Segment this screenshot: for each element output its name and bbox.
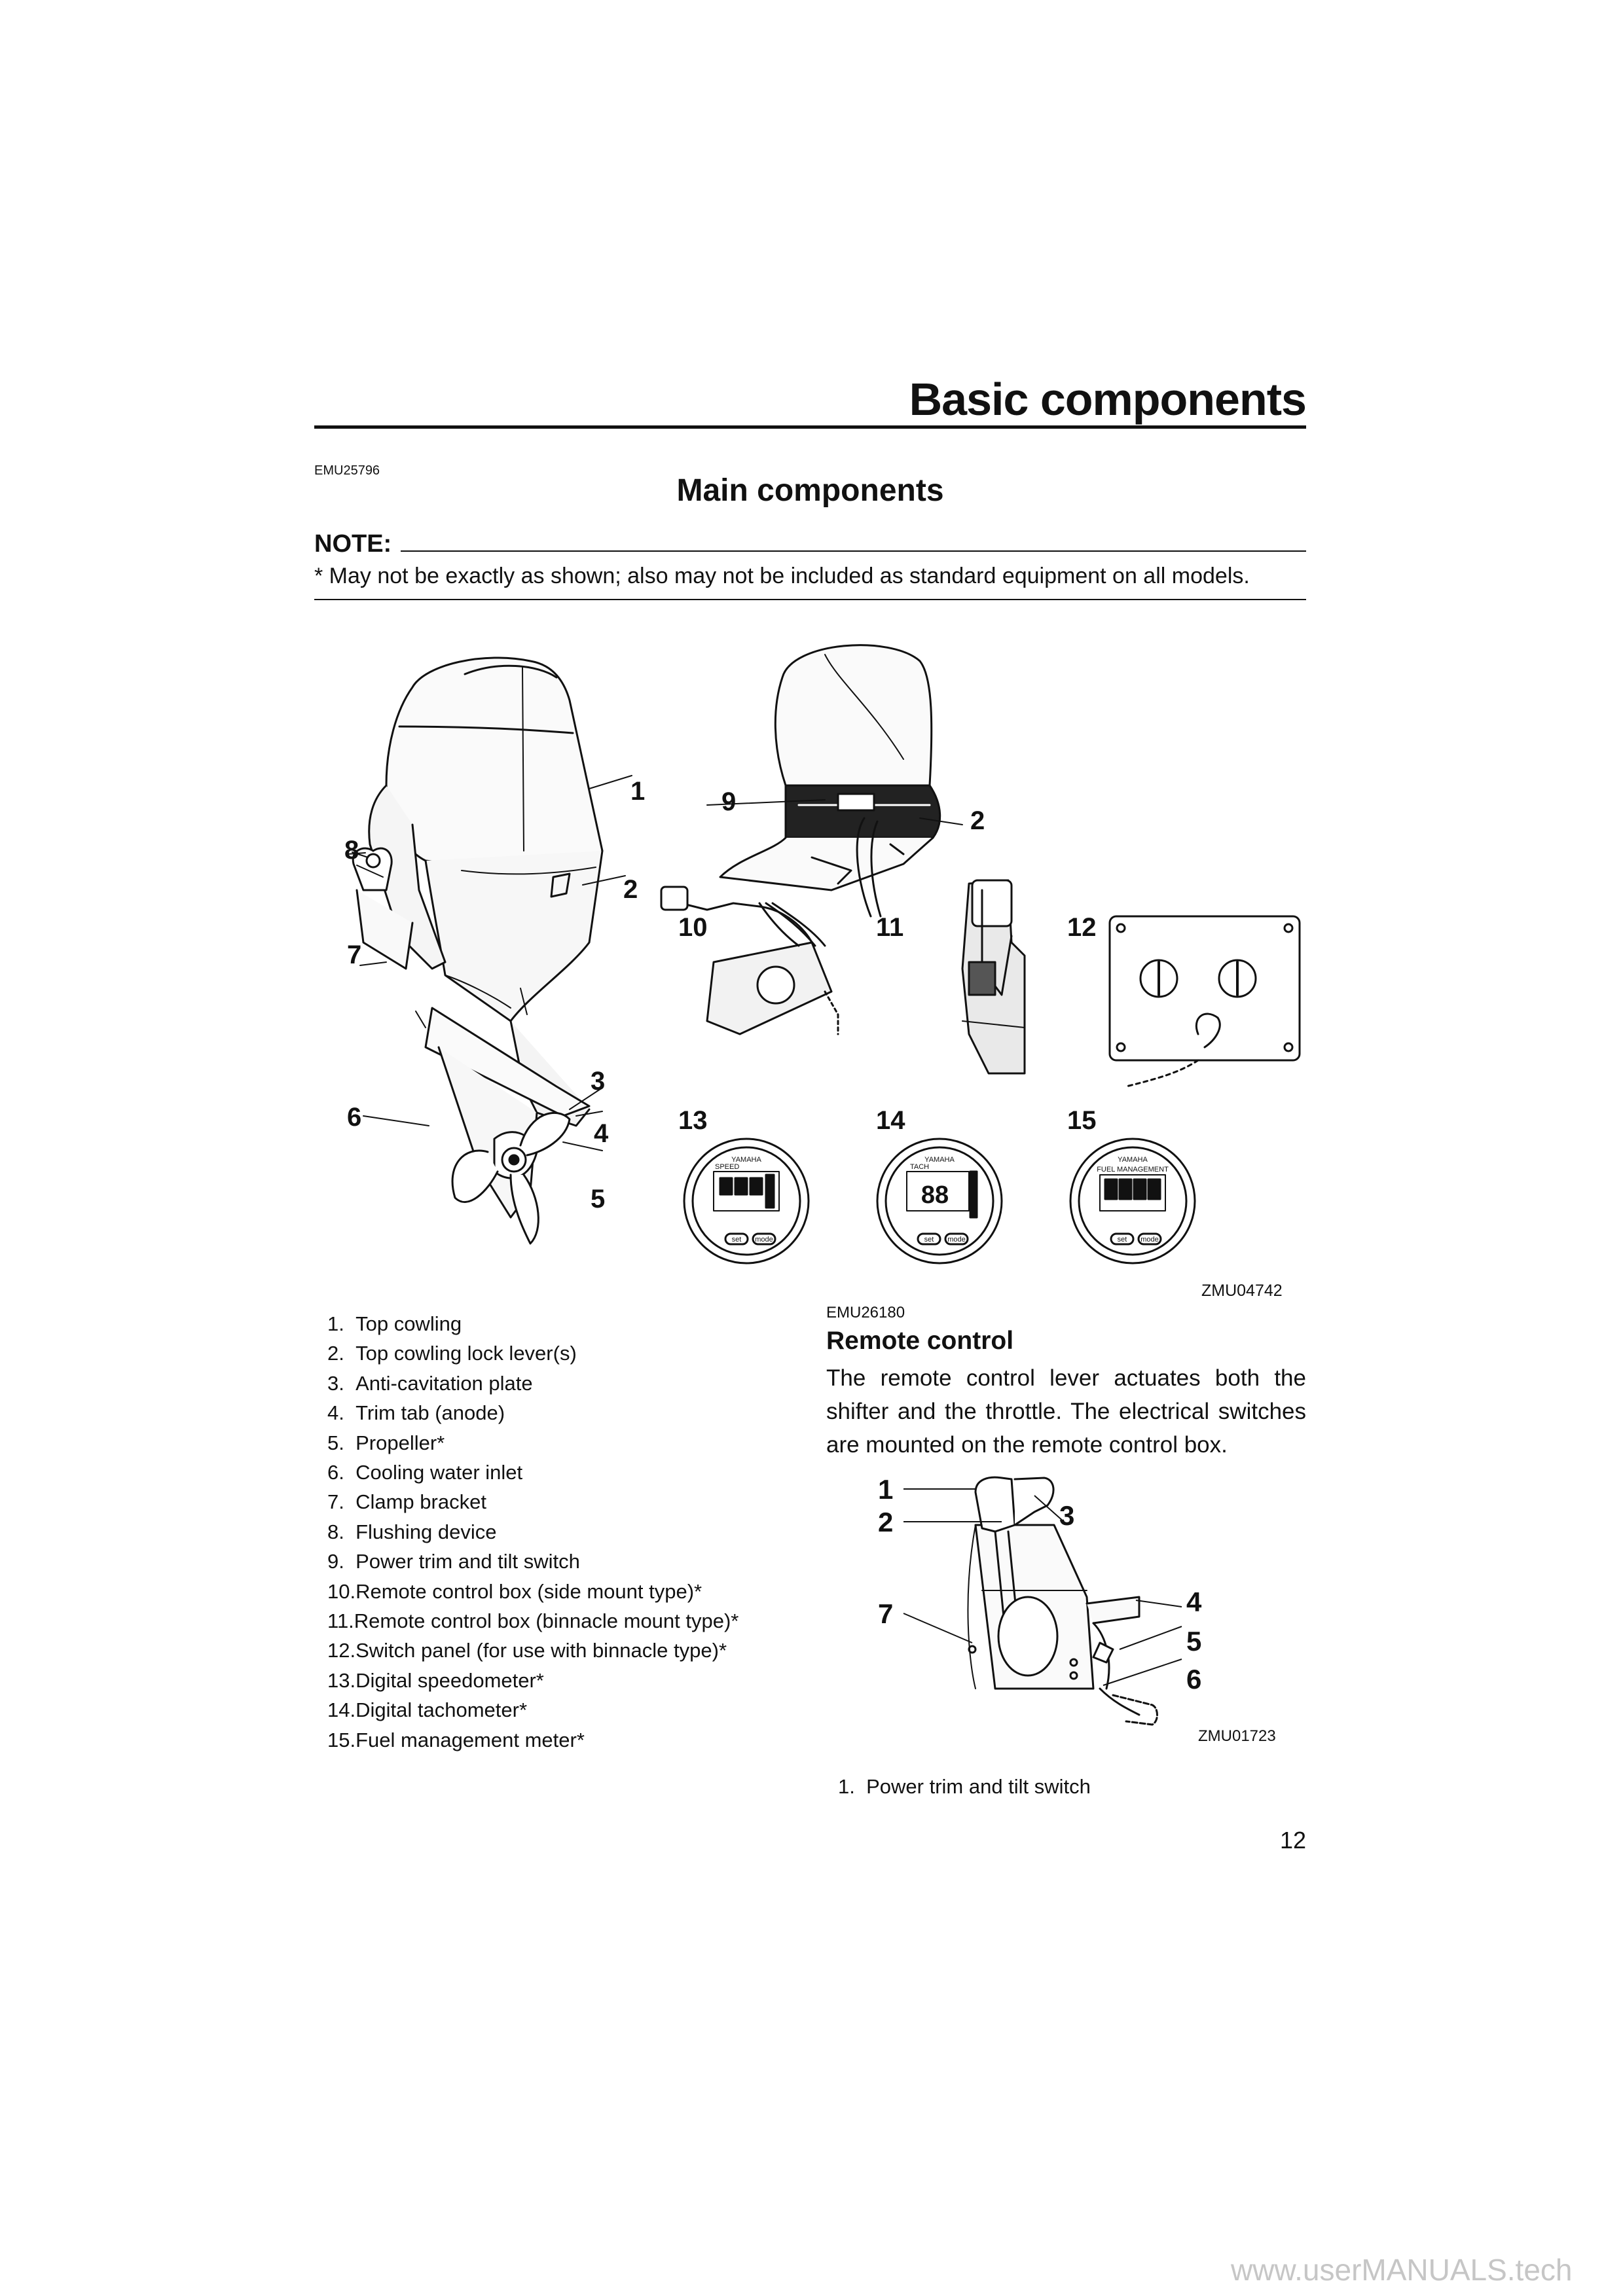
section-title: Main components [676,473,944,508]
callout-7: 7 [347,941,361,969]
rc-figure-code: ZMU01723 [1198,1727,1276,1745]
list-item: 8. Flushing device [327,1520,497,1543]
note-label: NOTE: [314,530,392,558]
note-text: * May not be exactly as shown; also may … [314,564,1250,588]
tachometer-set-label: set [924,1236,934,1244]
rc-callout-5: 5 [1186,1626,1201,1657]
fuel-management-drawing [1069,1138,1196,1265]
speedometer-drawing [683,1138,810,1265]
section-code: EMU25796 [314,463,380,478]
speedometer-title: SPEED [715,1163,739,1171]
list-item: 1. Top cowling [327,1312,462,1335]
callout-2b: 2 [970,806,985,835]
list-item: 4. Trim tab (anode) [327,1401,505,1425]
callout-1: 1 [630,777,645,806]
fuel-set-label: set [1118,1236,1127,1244]
list-item: 3. Anti-cavitation plate [327,1371,533,1395]
tachometer-mode-label: mode [947,1236,966,1244]
components-list: 1. Top cowling 2. Top cowling lock lever… [327,1309,739,1755]
list-item: 7. Clamp bracket [327,1490,486,1514]
tachometer-title: TACH [910,1163,929,1171]
callout-4: 4 [594,1119,609,1148]
remote-control-legend: 1. Power trim and tilt switch [838,1774,1091,1800]
list-item: 10.Remote control box (side mount type)* [327,1579,702,1603]
rear-view-motor-drawing [719,644,941,918]
fuel-brand: YAMAHA [1118,1156,1148,1164]
list-item: 6. Cooling water inlet [327,1461,523,1484]
fuel-mode-label: mode [1140,1236,1159,1244]
binnacle-remote-drawing [961,879,1026,1075]
rc-legend-label: Power trim and tilt switch [866,1775,1091,1798]
rc-callout-3: 3 [1059,1500,1074,1531]
page-number: 12 [1279,1827,1306,1854]
rc-callout-6: 6 [1186,1664,1201,1695]
rc-callout-2: 2 [878,1507,893,1537]
list-item: 13.Digital speedometer* [327,1668,544,1692]
list-item: 15.Fuel management meter* [327,1728,585,1751]
callout-6: 6 [347,1103,361,1132]
switch-panel-drawing [1108,915,1301,1088]
callout-8: 8 [344,836,359,865]
callout-11: 11 [876,913,903,942]
callout-12: 12 [1067,913,1097,942]
callout-13: 13 [678,1106,708,1135]
figure-code: ZMU04742 [1201,1282,1283,1300]
remote-control-heading: Remote control [826,1327,1014,1355]
callout-3: 3 [591,1067,605,1096]
callout-15: 15 [1067,1106,1097,1135]
remote-control-illustration: 1 2 3 4 5 6 7 ZMU01723 [878,1474,1276,1745]
tachometer-drawing [876,1138,1003,1265]
remote-control-body: The remote control lever actuates both t… [826,1365,1306,1458]
outboard-motor-drawing [352,656,604,1245]
rc-callout-1: 1 [878,1474,893,1505]
callout-9: 9 [721,787,736,816]
rc-callout-7: 7 [878,1598,893,1629]
list-item: 5. Propeller* [327,1431,445,1454]
list-item: 9. Power trim and tilt switch [327,1550,580,1573]
main-components-illustration: YAMAHA SPEED set mode YAMAHA TACH set mo… [344,644,1301,1300]
watermark: www.userMANUALS.tech [1231,2253,1573,2287]
remote-control-code: EMU26180 [826,1304,905,1321]
rc-callout-4: 4 [1186,1587,1202,1617]
callout-10: 10 [678,913,708,942]
callout-14: 14 [876,1106,905,1135]
callout-2: 2 [623,875,638,904]
note-rule [401,550,1306,552]
chapter-title: Basic components [909,374,1307,425]
header-rule [314,425,1306,429]
fuel-title: FUEL MANAGEMENT [1097,1166,1169,1174]
list-item: 11.Remote control box (binnacle mount ty… [327,1609,739,1633]
tachometer-digits: 88 [921,1181,949,1209]
list-item: 12.Switch panel (for use with binnacle t… [327,1639,727,1662]
list-item: 14.Digital tachometer* [327,1698,528,1722]
speedometer-brand: YAMAHA [731,1156,761,1164]
note-bottom-rule [314,599,1306,600]
speedometer-set-label: set [732,1236,742,1244]
rc-legend-num: 1. [838,1775,855,1798]
speedometer-mode-label: mode [755,1236,773,1244]
list-item: 2. Top cowling lock lever(s) [327,1342,577,1365]
side-mount-remote-drawing [660,886,839,1035]
callout-5: 5 [591,1185,605,1213]
tachometer-brand: YAMAHA [924,1156,955,1164]
